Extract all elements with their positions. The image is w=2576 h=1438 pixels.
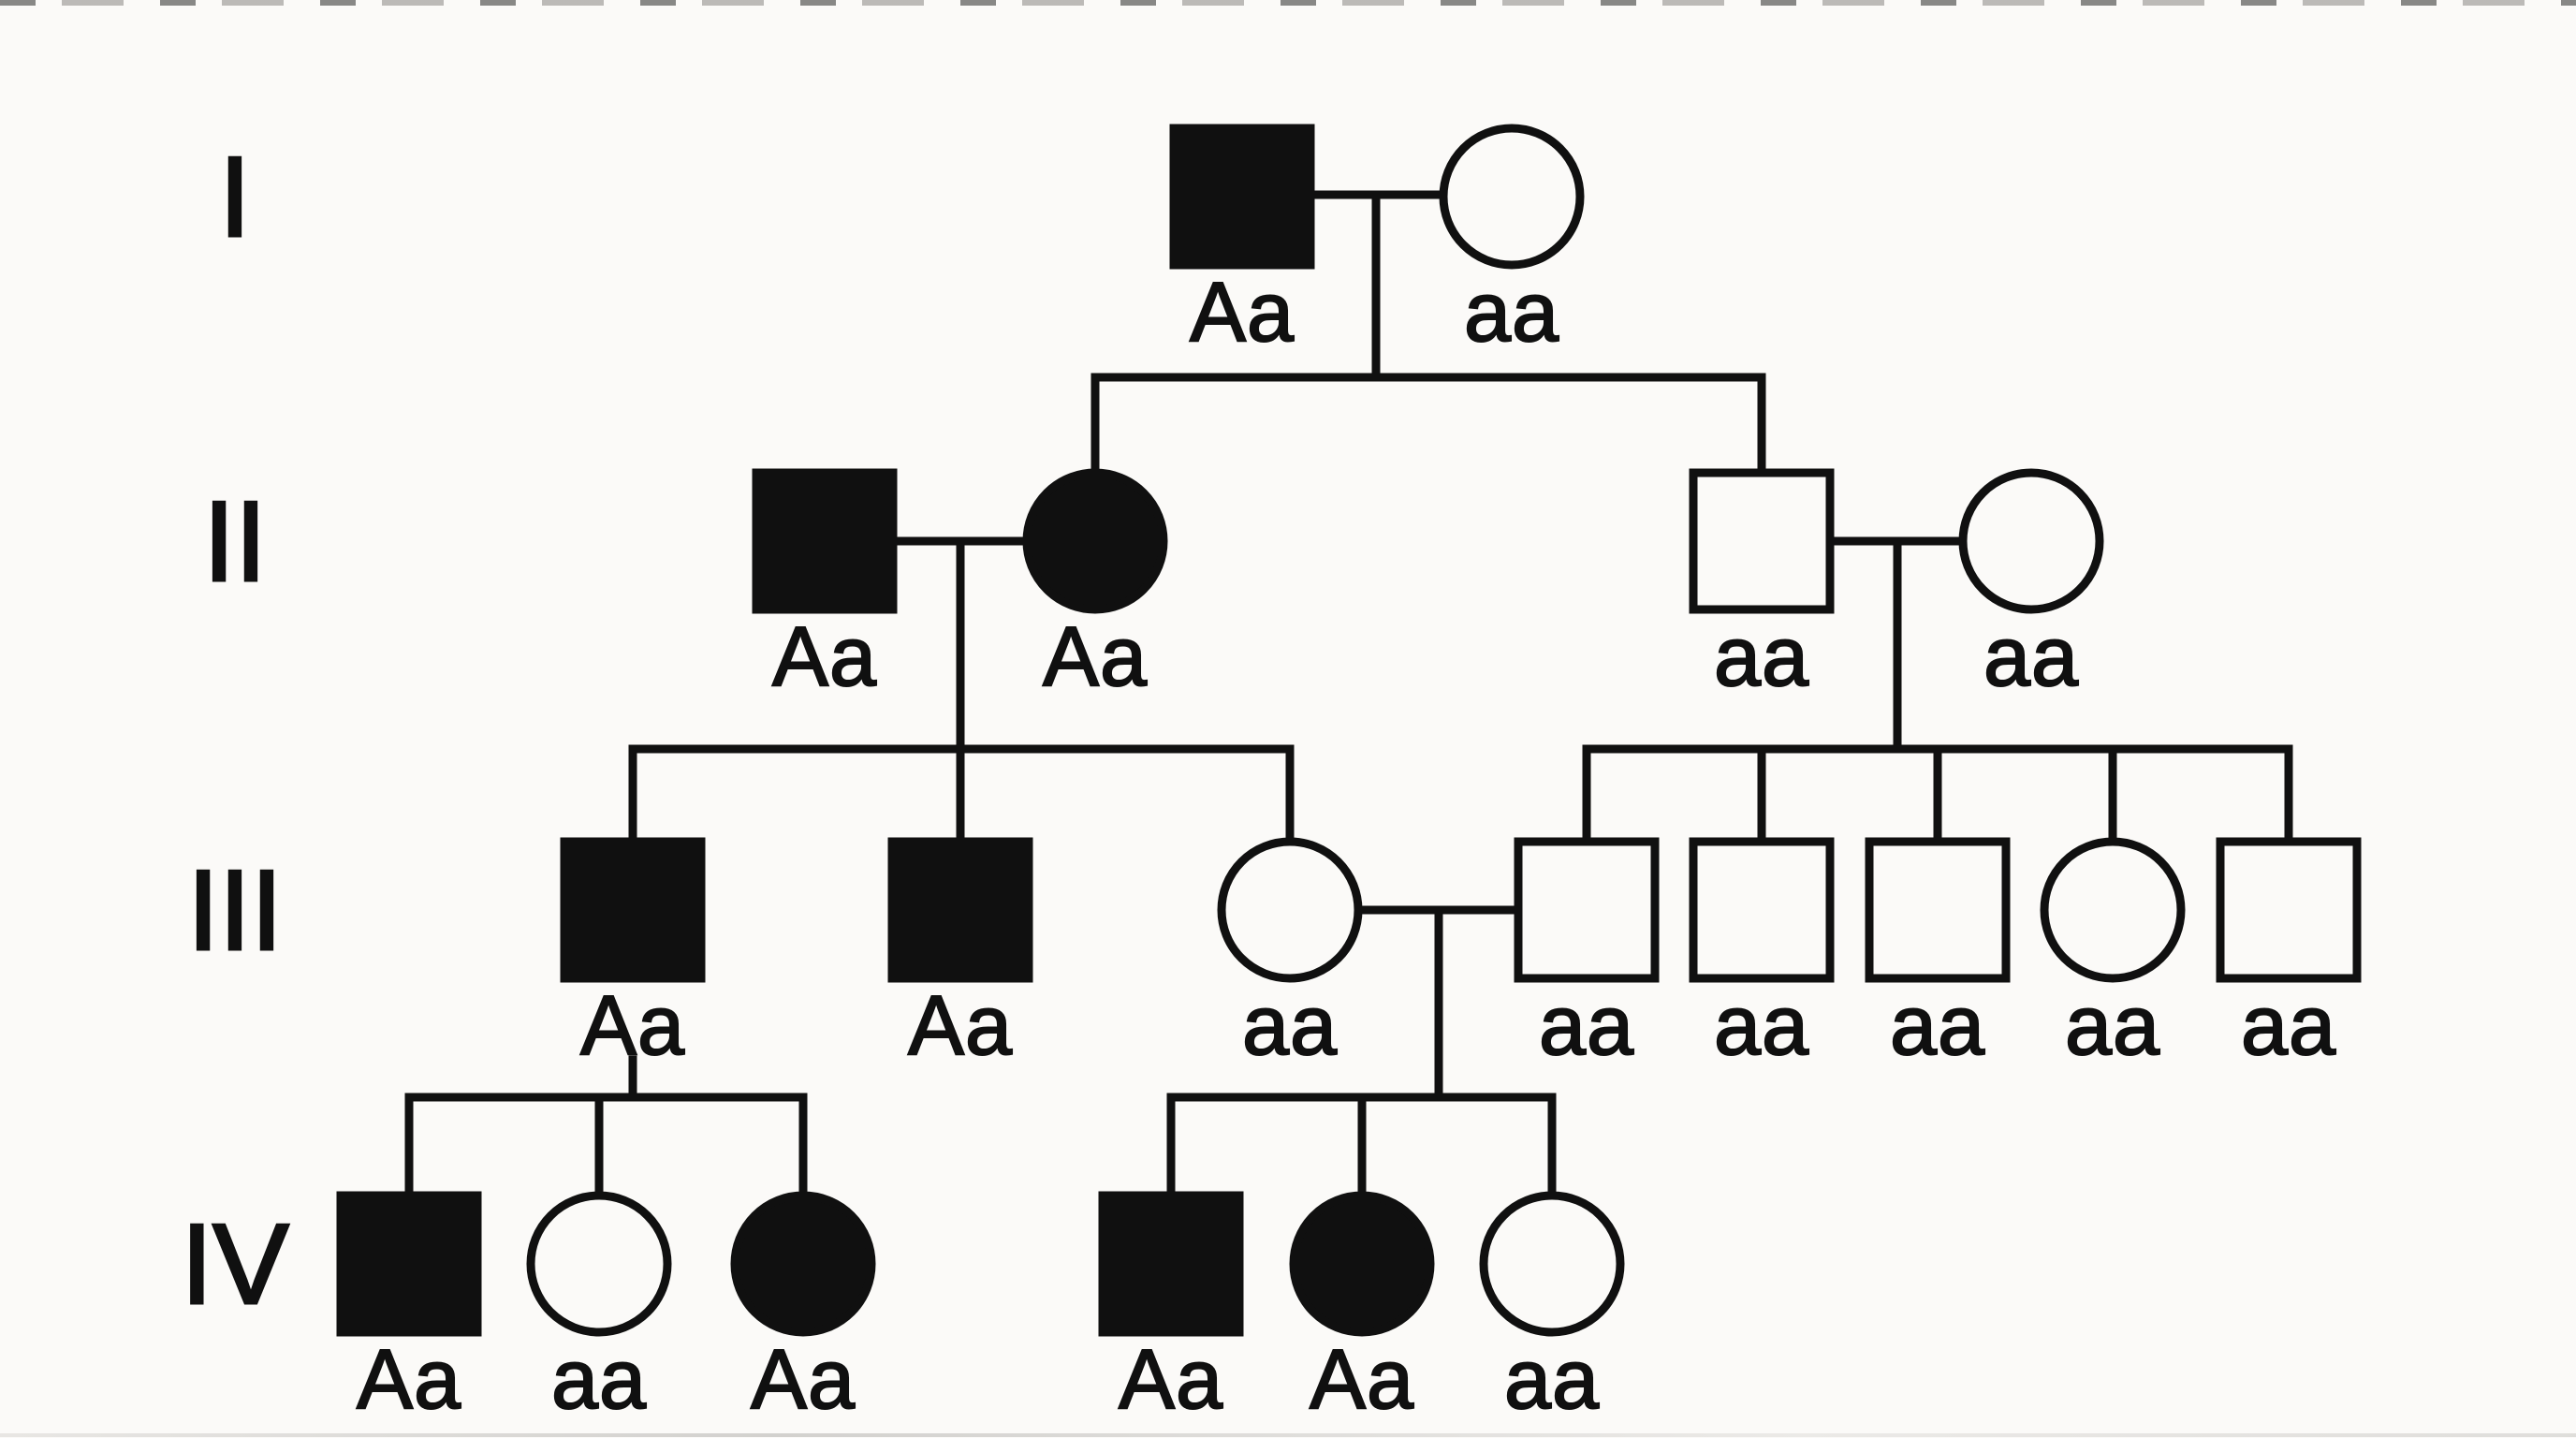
individual-symbols (336, 124, 2362, 1337)
individual-I-1-genotype-label: Aa (1190, 266, 1295, 360)
individual-II-3-symbol-square-unaffected (1689, 468, 1835, 614)
individual-I-2-symbol-circle-unaffected (1439, 124, 1585, 270)
individual-IV-1-symbol-square-affected (336, 1191, 482, 1337)
scan-artifact-strip-bottom (0, 1433, 2576, 1437)
individual-III-1-genotype-label: Aa (580, 979, 685, 1073)
generation-label-I: I (219, 133, 251, 260)
individual-IV-6-symbol-circle-unaffected (1479, 1191, 1625, 1337)
individual-III-6-genotype-label: aa (1890, 979, 1985, 1073)
individual-IV-2-symbol-circle-unaffected (526, 1191, 672, 1337)
individual-III-5-symbol-square-unaffected (1689, 837, 1835, 983)
individual-IV-3-genotype-label: Aa (751, 1333, 856, 1427)
individual-I-2-genotype-label: aa (1464, 266, 1559, 360)
individual-IV-3-symbol-circle-affected (730, 1191, 876, 1337)
individual-III-4-genotype-label: aa (1539, 979, 1634, 1073)
generation-label-II: II (203, 477, 267, 605)
individual-IV-2-genotype-label: aa (551, 1333, 647, 1427)
individual-III-2-genotype-label: Aa (908, 979, 1013, 1073)
individual-II-4-symbol-circle-unaffected (1958, 468, 2104, 614)
individual-IV-4-genotype-label: Aa (1119, 1333, 1223, 1427)
individual-II-1-genotype-label: Aa (772, 610, 877, 704)
individual-III-7-symbol-circle-unaffected (2040, 837, 2186, 983)
individual-III-4-symbol-square-unaffected (1514, 837, 1660, 983)
individual-III-6-symbol-square-unaffected (1865, 837, 2011, 983)
individual-IV-1-genotype-label: Aa (357, 1333, 461, 1427)
generation-label-III: III (187, 846, 283, 974)
individual-III-8-symbol-square-unaffected (2216, 837, 2362, 983)
individual-III-7-genotype-label: aa (2065, 979, 2160, 1073)
individual-III-1-symbol-square-affected (560, 837, 706, 983)
individual-III-8-genotype-label: aa (2241, 979, 2336, 1073)
individual-III-2-symbol-square-affected (887, 837, 1033, 983)
connector-lines (404, 190, 2293, 1200)
individual-IV-5-genotype-label: Aa (1310, 1333, 1414, 1427)
individual-II-1-symbol-square-affected (752, 468, 898, 614)
individual-II-3-genotype-label: aa (1714, 610, 1809, 704)
individual-IV-5-symbol-circle-affected (1289, 1191, 1435, 1337)
individual-I-1-symbol-square-affected (1169, 124, 1315, 270)
individual-III-5-genotype-label: aa (1714, 979, 1809, 1073)
scan-artifact-strip-top (0, 0, 2576, 6)
individual-IV-6-genotype-label: aa (1504, 1333, 1600, 1427)
individual-II-2-symbol-circle-affected (1022, 468, 1168, 614)
individual-IV-4-symbol-square-affected (1098, 1191, 1244, 1337)
individual-II-4-genotype-label: aa (1983, 610, 2079, 704)
individual-III-3-symbol-circle-unaffected (1217, 837, 1363, 983)
generation-label-IV: IV (181, 1200, 288, 1328)
individual-III-3-genotype-label: aa (1242, 979, 1338, 1073)
individual-II-2-genotype-label: Aa (1043, 610, 1148, 704)
